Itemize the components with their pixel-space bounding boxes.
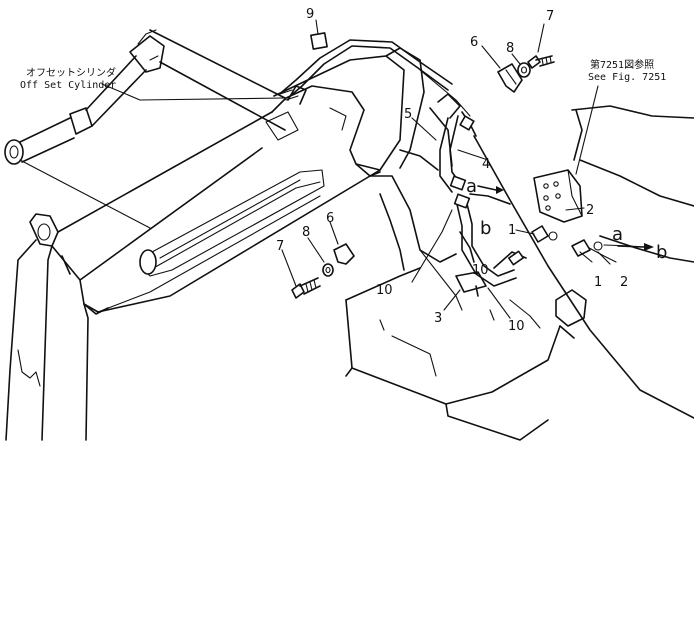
part-number-8-upper: 8 — [506, 41, 514, 56]
part-number-8-lower: 8 — [302, 225, 310, 240]
part-number-5: 5 — [404, 107, 412, 122]
boom-body — [79, 47, 425, 441]
valve-block — [533, 169, 583, 223]
part-number-1-left: 1 — [508, 223, 516, 238]
part-number-2-upper: 2 — [586, 203, 594, 218]
port-label-b-hose: b — [480, 218, 491, 239]
part-number-9: 9 — [306, 7, 314, 22]
port-label-b-valve: b — [656, 242, 667, 263]
port-label-a-valve: a — [612, 224, 623, 245]
see-fig-label-en: See Fig. 7251 — [588, 72, 666, 83]
part-number-10-middle: 10 — [472, 263, 489, 278]
leader-lines — [101, 19, 611, 319]
clamp-set-lower — [291, 243, 355, 299]
part-number-7-upper: 7 — [546, 9, 554, 24]
part-number-10-left: 10 — [376, 283, 393, 298]
offset-cylinder — [4, 29, 286, 229]
hose-3-10 — [455, 199, 527, 297]
part-number-4: 4 — [482, 157, 490, 172]
offset-cylinder-label-jp: オフセットシリンダ — [26, 66, 116, 79]
part-number-6-lower: 6 — [326, 211, 334, 226]
part-number-1-right: 1 — [594, 275, 602, 290]
machine-body — [345, 149, 587, 441]
hydraulic-pipe-9 — [279, 32, 453, 101]
fittings-1-2 — [449, 175, 654, 257]
hose-4-5 — [419, 69, 477, 193]
clamp-set-upper — [497, 55, 555, 93]
part-number-7-lower: 7 — [276, 239, 284, 254]
boom-arm-left — [5, 111, 273, 441]
offset-cylinder-label-en: Off Set Cylinder — [20, 80, 116, 91]
part-number-3: 3 — [434, 311, 442, 326]
part-number-2-right: 2 — [620, 275, 628, 290]
see-fig-label-jp: 第7251図参照 — [590, 58, 654, 71]
port-label-a-hose: a — [466, 176, 477, 197]
part-number-6-upper: 6 — [470, 35, 478, 50]
part-number-10-lower: 10 — [508, 319, 525, 334]
